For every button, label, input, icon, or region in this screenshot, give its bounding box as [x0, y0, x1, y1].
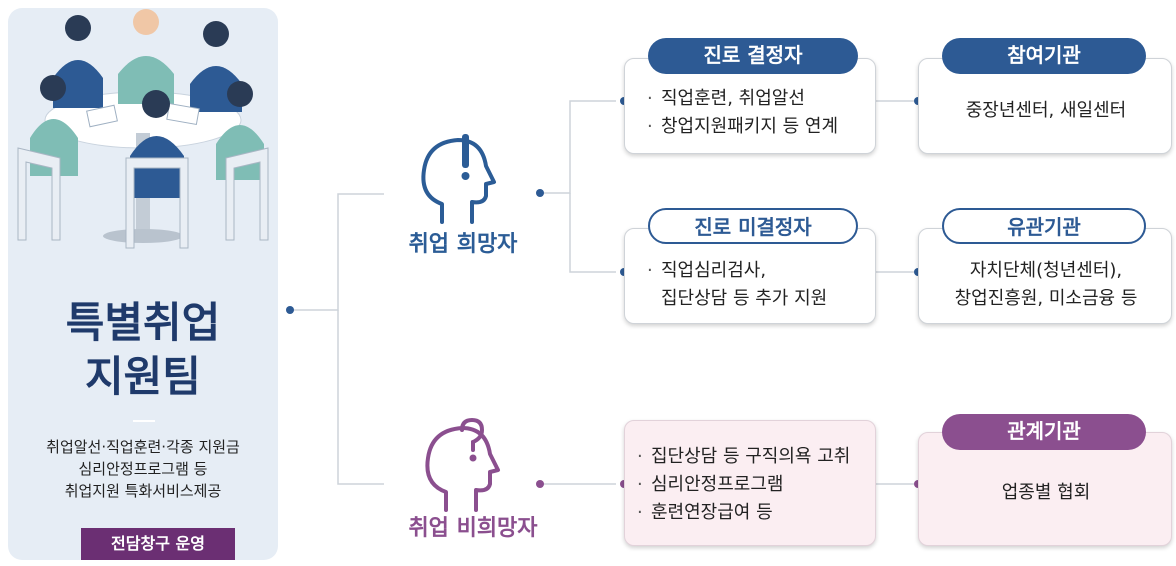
connector-dot	[536, 189, 544, 197]
bullet-icon: ·	[637, 474, 643, 495]
connector-dot	[286, 306, 294, 314]
relevant-orgs-header: 관계기관	[942, 414, 1146, 450]
bullet-icon: ·	[647, 116, 653, 137]
career-decided-box: · 직업훈련, 취업알선 · 창업지원패키지 등 연계	[624, 58, 876, 154]
team-desc-line1: 취업알선·직업훈련·각종 지원금	[46, 438, 240, 456]
connector-dot	[536, 480, 544, 488]
team-title-line1: 특별취업	[65, 298, 221, 347]
list-item-text: 훈련연장급여 등	[651, 502, 773, 523]
team-title: 특별취업 지원팀	[8, 296, 278, 404]
career-undecided-header: 진로 미결정자	[648, 208, 858, 244]
job-seeker-label: 취업 희망자	[408, 232, 518, 257]
related-orgs-box: 자치단체(청년센터), 창업진흥원, 미소금융 등	[918, 228, 1172, 324]
participating-orgs-box: 중장년센터, 새일센터	[918, 58, 1172, 154]
head-exclamation-icon	[421, 134, 496, 224]
team-description: 취업알선·직업훈련·각종 지원금 심리안정프로그램 등 취업지원 특화서비스제공	[8, 436, 278, 502]
panel-divider	[133, 420, 155, 422]
list-item-text: 창업지원패키지 등 연계	[661, 116, 839, 137]
career-undecided-list: · 직업심리검사, 집단상담 등 추가 지원	[647, 257, 827, 313]
head-question-icon	[425, 418, 500, 512]
team-panel: 특별취업 지원팀 취업알선·직업훈련·각종 지원금 심리안정프로그램 등 취업지…	[8, 8, 278, 560]
bullet-icon: ·	[637, 446, 643, 467]
list-item: · 심리안정프로그램	[637, 471, 850, 499]
bullet-icon: ·	[647, 88, 653, 109]
career-undecided-box: · 직업심리검사, 집단상담 등 추가 지원	[624, 228, 876, 324]
non-job-seeker-label: 취업 비희망자	[408, 516, 538, 541]
related-orgs-header: 유관기관	[942, 208, 1146, 244]
list-item: · 창업지원패키지 등 연계	[647, 113, 838, 141]
list-item: · 훈련연장급여 등	[637, 499, 850, 527]
list-item-text: 직업훈련, 취업알선	[661, 88, 805, 109]
relevant-orgs-text: 업종별 협회	[1001, 482, 1091, 503]
participating-orgs-text: 중장년센터, 새일센터	[965, 100, 1127, 121]
career-decided-header: 진로 결정자	[648, 38, 858, 74]
list-item-continuation: 집단상담 등 추가 지원	[661, 288, 828, 309]
non-seeker-support-box: · 집단상담 등 구직의욕 고취 · 심리안정프로그램 · 훈련연장급여 등	[624, 420, 876, 546]
team-desc-line3: 취업지원 특화서비스제공	[64, 482, 222, 500]
dedicated-counter-badge: 전담창구 운영	[81, 528, 235, 560]
related-orgs-text: 자치단체(청년센터), 창업진흥원, 미소금융 등	[919, 257, 1173, 313]
list-item-text: 직업심리검사,	[661, 260, 767, 281]
related-orgs-line1: 자치단체(청년센터),	[969, 260, 1123, 281]
team-desc-line2: 심리안정프로그램 등	[78, 460, 208, 478]
career-decided-list: · 직업훈련, 취업알선 · 창업지원패키지 등 연계	[647, 85, 838, 141]
team-meeting-illustration	[17, 9, 269, 249]
list-item: · 집단상담 등 구직의욕 고취	[637, 443, 850, 471]
non-seeker-support-list: · 집단상담 등 구직의욕 고취 · 심리안정프로그램 · 훈련연장급여 등	[637, 443, 850, 527]
list-item: · 직업심리검사,	[647, 257, 827, 285]
bullet-icon: ·	[647, 260, 653, 281]
bullet-icon: ·	[637, 502, 643, 523]
relevant-orgs-box: 업종별 협회	[918, 432, 1172, 546]
list-item-text: 집단상담 등 구직의욕 고취	[651, 446, 851, 467]
list-item-text: 심리안정프로그램	[651, 474, 784, 495]
related-orgs-line2: 창업진흥원, 미소금융 등	[954, 288, 1138, 309]
participating-orgs-header: 참여기관	[942, 38, 1146, 74]
team-title-line2: 지원팀	[85, 352, 201, 401]
list-item: · 직업훈련, 취업알선	[647, 85, 838, 113]
